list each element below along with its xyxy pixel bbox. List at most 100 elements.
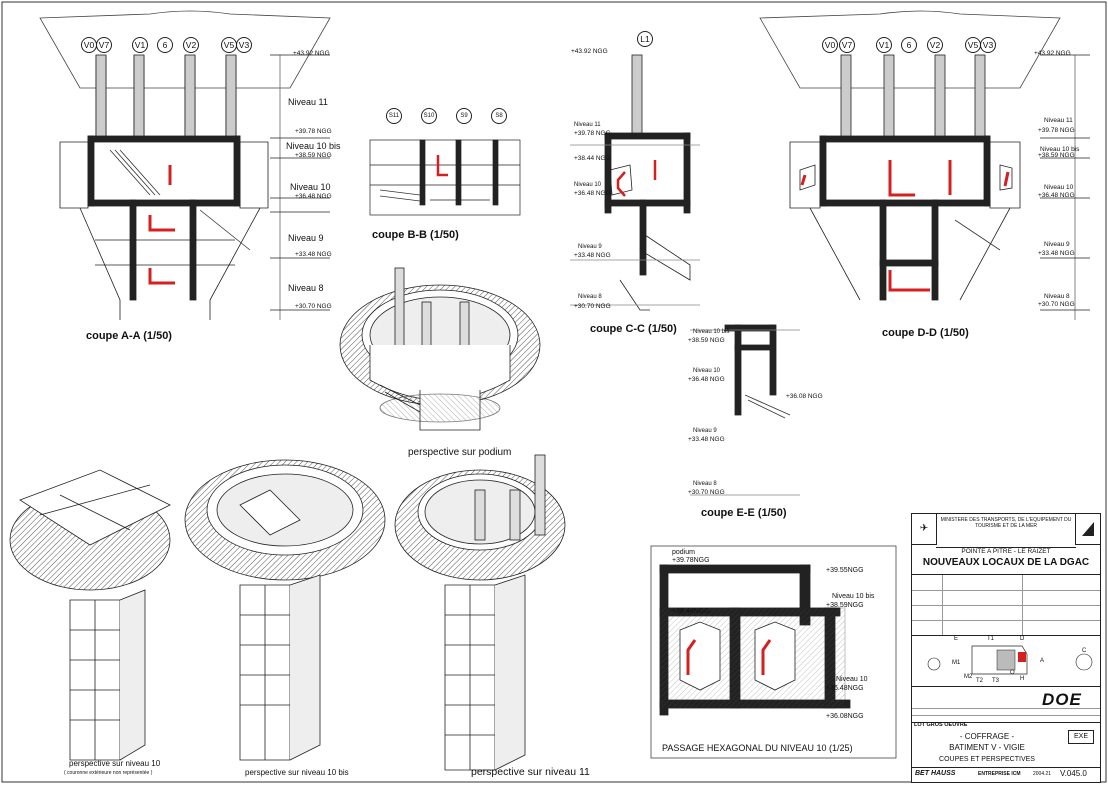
axis-bubble: 6 — [157, 37, 173, 53]
axis-bubble: S8 — [491, 108, 507, 124]
ministry-logo-icon — [1075, 514, 1100, 545]
caption-section-ee: coupe E-E (1/50) — [701, 507, 787, 519]
keyplan-label: M2 — [964, 674, 973, 680]
elevation-label: +36.48NGG — [826, 685, 864, 692]
elevation-label: +36.48 NGG — [574, 190, 611, 197]
elevation-label: +43.92 NGG — [293, 50, 330, 57]
sheet-title: COUPES ET PERSPECTIVES — [939, 756, 1035, 763]
section-ee-drawing — [690, 324, 800, 496]
perspective-niv11-drawing — [394, 454, 566, 771]
caption-perspective-niv10bis: perspective sur niveau 10 bis — [245, 768, 349, 777]
keyplan-label: M1 — [952, 660, 961, 666]
elevation-label: +38.59 NGG — [1038, 152, 1075, 159]
axis-bubble: V2 — [927, 37, 943, 53]
level-label: Niveau 10 — [1044, 184, 1074, 191]
elevation-label: +38.59NGG — [826, 602, 864, 609]
passage-title: PASSAGE HEXAGONAL DU NIVEAU 10 (1/25) — [662, 743, 853, 753]
section-dd-red-marks — [800, 160, 1010, 292]
level-label: Niveau 9 — [693, 428, 717, 434]
axis-bubble: V1 — [132, 37, 148, 53]
caption-section-cc: coupe C-C (1/50) — [590, 323, 677, 335]
ministry-name: MINISTERE DES TRANSPORTS, DE L'EQUIPEMEN… — [936, 514, 1076, 548]
level-label: Niveau 8 — [288, 283, 324, 293]
project-location: POINTE A PITRE - LE RAIZET — [961, 548, 1051, 555]
elevation-label: +43.92 NGG — [1034, 50, 1071, 57]
elevation-label: +30.70 NGG — [1038, 301, 1075, 308]
company-label: ENTREPRISE ICM — [978, 771, 1021, 777]
elevation-label: +39.78 NGG — [574, 130, 611, 137]
level-label: Niveau 8 — [578, 294, 602, 300]
elevation-label: +33.48 NGG — [295, 251, 332, 258]
participants-table — [912, 574, 1100, 636]
axis-bubble: V2 — [183, 37, 199, 53]
section-bb-drawing — [369, 139, 521, 216]
caption-perspective-podium: perspective sur podium — [408, 447, 512, 458]
perspective-niv10-drawing — [9, 469, 171, 761]
doe-stamp: DOE — [1042, 690, 1082, 709]
date-label: 2004.21 — [1033, 771, 1052, 777]
elevation-label: +36.08NGG — [826, 713, 864, 720]
elevation-label: +38.44 NGG — [574, 155, 611, 162]
level-label: Niveau 10 bis — [832, 593, 875, 600]
caption-perspective-niv11: perspective sur niveau 11 — [471, 766, 590, 778]
section-aa-drawing — [39, 10, 331, 320]
level-label: Niveau 10 — [574, 182, 602, 188]
revision-table: DOE — [912, 686, 1100, 723]
axis-bubble: V5 — [221, 37, 237, 53]
elevation-label: +36.48 NGG — [1038, 192, 1075, 199]
level-label: Niveau 11 — [288, 97, 328, 107]
elevation-label: +39.55NGG — [826, 567, 864, 574]
elevation-label: +33.48 NGG — [574, 252, 611, 259]
elevation-label: +38.59 NGG — [688, 337, 725, 344]
phase-badge: EXE — [1068, 730, 1094, 744]
axis-bubble: V3 — [980, 37, 996, 53]
caption-section-dd: coupe D-D (1/50) — [882, 327, 969, 339]
keyplan-label: T1 — [987, 636, 995, 642]
axis-bubble: S9 — [456, 108, 472, 124]
passage-podium-label: podium — [672, 549, 695, 556]
level-label: Niveau 10 — [836, 676, 868, 683]
elevation-label: +38.59 NGG — [295, 152, 332, 159]
axis-bubble: V5 — [965, 37, 981, 53]
title-block: ✈ MINISTERE DES TRANSPORTS, DE L'EQUIPEM… — [911, 513, 1101, 783]
level-label: Niveau 10 bis — [286, 141, 341, 151]
caption-section-bb: coupe B-B (1/50) — [372, 229, 459, 241]
caption-section-aa: coupe A-A (1/50) — [86, 330, 172, 342]
keyplan-label: C — [1082, 648, 1087, 654]
passage-hexagonal-drawing — [650, 545, 897, 759]
axis-bubble: S11 — [386, 108, 402, 124]
level-label: Niveau 8 — [1044, 293, 1070, 300]
axis-bubble: L1 — [637, 31, 653, 47]
section-cc-red-marks — [616, 160, 657, 197]
axis-bubble: V7 — [839, 37, 855, 53]
elevation-label: +43.92 NGG — [571, 48, 608, 55]
axis-bubble: 6 — [901, 37, 917, 53]
level-label: Niveau 10 — [290, 182, 331, 192]
section-dd-drawing — [759, 10, 1090, 320]
level-label: Niveau 10 bis — [1040, 146, 1080, 153]
level-label: Niveau 9 — [288, 233, 324, 243]
level-label: Niveau 11 — [1044, 117, 1073, 124]
plane-logo-icon: ✈ — [912, 514, 937, 545]
lot-label: LOT GROS OEUVRE — [914, 722, 968, 728]
elevation-label: +33.48 NGG — [1038, 250, 1075, 257]
level-label: Niveau 10 bis — [693, 329, 730, 335]
elevation-label: +30.70 NGG — [295, 303, 332, 310]
caption-perspective-niv10-note: ( couronne extérieure non représentée ) — [64, 770, 153, 776]
axis-bubble: V3 — [236, 37, 252, 53]
keyplan-label: H — [1020, 676, 1025, 682]
building-label: BATIMENT V - VIGIE — [949, 743, 1025, 752]
elevation-label: +39.78 NGG — [1038, 127, 1075, 134]
keyplan-label: O — [1010, 670, 1015, 676]
perspective-podium-drawing — [339, 267, 541, 431]
level-label: Niveau 9 — [1044, 241, 1070, 248]
keyplan-label: T2 — [976, 678, 984, 684]
elevation-label: +33.48 NGG — [688, 436, 725, 443]
bet-label: BET HAUSS — [915, 770, 956, 777]
keyplan-label: D — [1020, 636, 1025, 642]
drawing-number: V.045.0 — [1060, 769, 1087, 778]
axis-bubble: V1 — [876, 37, 892, 53]
elevation-label: +36.48 NGG — [688, 376, 725, 383]
